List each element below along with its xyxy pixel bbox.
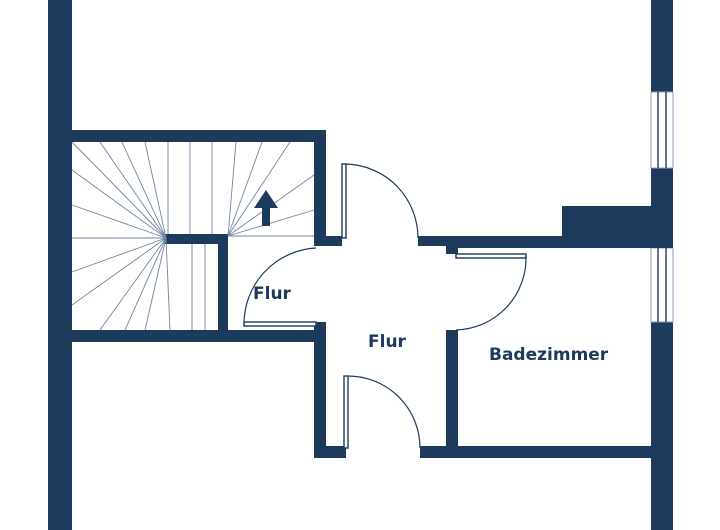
stair-wall-right [314,130,326,246]
stair-wall-bottom [72,330,320,342]
door-upper-room [341,163,419,239]
hall-wall-bottom-right [420,446,673,458]
hall-wall-left [314,322,326,458]
stair-treads [71,141,315,331]
window-right-top [650,91,674,169]
bath-wall-top [456,236,673,248]
room-label-flur-hall: Flur [368,332,407,352]
window-right-bottom [650,247,674,323]
hall-wall-top-right [418,236,458,246]
outer-wall-right-bottom [651,322,673,530]
hall-wall-top-left [320,236,342,246]
stair-core-horizontal [164,234,228,244]
door-stair-landing [243,247,317,327]
hall-wall-bottom-left [314,446,346,458]
room-label-flur-landing: Flur [253,284,292,304]
bath-wall-left [446,330,458,458]
door-lower-room [343,375,421,449]
outer-wall-right-mid [651,168,673,248]
stair-core-vertical [218,234,228,334]
outer-wall-right-top [651,0,673,92]
room-label-badezimmer: Badezimmer [489,345,609,365]
bath-shaft [562,206,654,238]
outer-wall-left [48,0,72,530]
bath-wall-left-top [446,236,458,254]
arrow-up-icon [254,190,278,226]
door-bathroom [455,253,527,331]
stair-wall-top [72,130,326,142]
